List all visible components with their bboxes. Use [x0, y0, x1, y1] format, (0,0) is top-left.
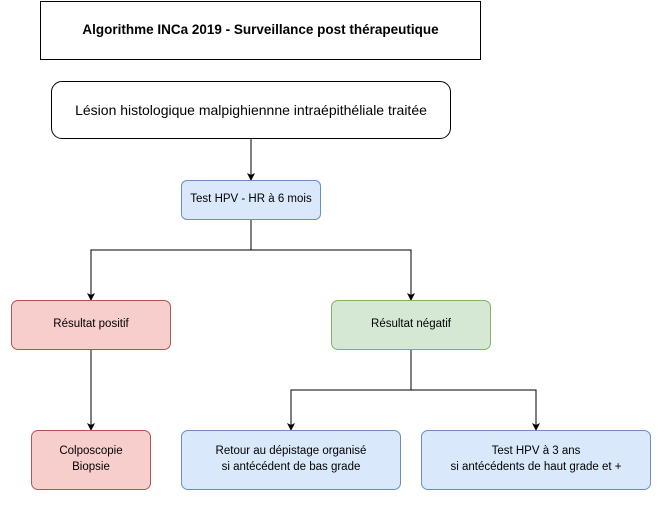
node-positive-label: Résultat positif: [53, 318, 129, 331]
node-negative-label: Résultat négatif: [371, 318, 451, 331]
node-hpv-test-6-months: Test HPV - HR à 6 mois: [181, 180, 321, 220]
node-hpv-test-label: Test HPV - HR à 6 mois: [190, 193, 312, 206]
node-negative-result: Résultat négatif: [331, 300, 491, 350]
edge-negative-to-return: [287, 350, 412, 431]
node-lesion: Lésion histologique malpighiennne intraé…: [51, 81, 451, 139]
node-colposcopy-line2: Biopsie: [72, 461, 110, 473]
node-hpv3-line1: Test HPV à 3 ans: [491, 445, 581, 458]
node-lesion-label: Lésion histologique malpighiennne intraé…: [75, 101, 427, 118]
node-return-screening: Retour au dépistage organisé si antécéde…: [181, 430, 401, 490]
edge-negative-to-hpv3: [411, 389, 540, 431]
node-positive-result: Résultat positif: [11, 300, 171, 350]
node-return-line2: si antécédent de bas grade: [221, 461, 361, 473]
edge-test-to-positive: [87, 220, 252, 301]
node-colposcopy-line1: Colposcopie: [59, 445, 123, 458]
node-return-line1: Retour au dépistage organisé: [215, 445, 367, 458]
page-title: Algorithme INCa 2019 - Surveillance post…: [40, 1, 481, 60]
page-title-text: Algorithme INCa 2019 - Surveillance post…: [82, 22, 439, 38]
edge-test-to-negative: [251, 249, 415, 301]
node-hpv-test-3-years: Test HPV à 3 ans si antécédents de haut …: [421, 430, 651, 490]
node-colposcopy: Colposcopie Biopsie: [31, 430, 151, 490]
node-hpv3-line2: si antécédents de haut grade et +: [450, 461, 622, 473]
